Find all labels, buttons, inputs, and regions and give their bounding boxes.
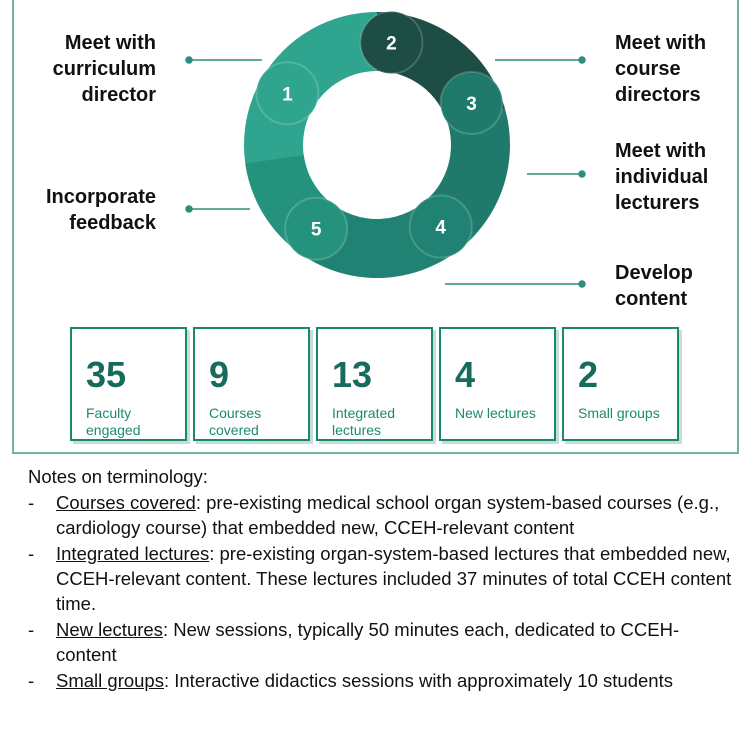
notes-heading: Notes on terminology: xyxy=(28,466,208,487)
stat-label: New lectures xyxy=(455,405,536,421)
connector-dot-1 xyxy=(185,56,193,64)
note-text: : Interactive didactics sessions with ap… xyxy=(163,670,673,691)
note-term: New lectures xyxy=(56,619,163,640)
note-item-small-groups: - Small groups: Interactive didactics se… xyxy=(28,668,738,693)
stat-label: Small groups xyxy=(578,405,660,421)
stat-label: Courses covered xyxy=(209,405,262,438)
connector-dot-3 xyxy=(578,170,586,178)
step-label-2: Meet with course directors xyxy=(615,32,707,106)
step-badge-4 xyxy=(408,194,473,259)
list-dash: - xyxy=(28,543,35,564)
note-term: Integrated lectures xyxy=(56,543,210,564)
stat-card-courses: 9 Courses covered xyxy=(193,327,310,441)
stat-label: Faculty engaged xyxy=(86,405,141,438)
note-text: : New sessions, typically 50 minutes eac… xyxy=(56,619,680,665)
stat-card-faculty: 35 Faculty engaged xyxy=(70,327,187,441)
connector-dot-2 xyxy=(578,56,586,64)
step-number-5: 5 xyxy=(311,220,322,241)
stat-value: 4 xyxy=(455,354,476,395)
list-dash: - xyxy=(28,619,35,640)
stat-value: 35 xyxy=(86,354,127,395)
step-number-3: 3 xyxy=(466,94,477,115)
stat-value: 9 xyxy=(209,354,230,395)
note-item-new-lectures: - New lectures: New sessions, typically … xyxy=(28,617,738,667)
connector-dot-4 xyxy=(578,280,586,288)
list-dash: - xyxy=(28,670,35,691)
stat-value: 13 xyxy=(332,354,373,395)
stat-card-small-groups: 2 Small groups xyxy=(562,327,679,441)
step-number-2: 2 xyxy=(386,34,397,55)
connector-lines xyxy=(185,56,586,288)
note-term: Courses covered xyxy=(56,492,196,513)
step-label-5: Incorporate feedback xyxy=(45,186,156,234)
terminology-notes: Notes on terminology: - Courses covered:… xyxy=(28,464,738,694)
diagram-frame xyxy=(12,0,739,454)
step-badge-5 xyxy=(284,196,349,261)
note-item-integrated-lectures: - Integrated lectures: pre-existing orga… xyxy=(28,541,738,616)
note-item-courses-covered: - Courses covered: pre-existing medical … xyxy=(28,490,738,540)
note-text: : pre-existing medical school organ syst… xyxy=(56,492,720,538)
list-dash: - xyxy=(28,492,35,513)
step-number-1: 1 xyxy=(282,84,293,105)
note-text: : pre-existing organ-system-based lectur… xyxy=(56,543,732,614)
step-number-4: 4 xyxy=(435,218,446,239)
step-badge-2 xyxy=(359,10,424,75)
connector-dot-5 xyxy=(185,205,193,213)
step-label-1: Meet with curriculum director xyxy=(52,32,156,106)
stat-card-new-lectures: 4 New lectures xyxy=(439,327,556,441)
step-label-3: Meet with individual lecturers xyxy=(615,140,709,214)
step-badge-1 xyxy=(255,61,320,126)
stat-value: 2 xyxy=(578,354,599,395)
note-term: Small groups xyxy=(56,670,164,691)
step-label-4: Develop content xyxy=(615,262,693,310)
stat-card-integrated-lectures: 13 Integrated lectures xyxy=(316,327,433,441)
cycle-diagram: 1 2 3 4 5 xyxy=(185,10,586,288)
stat-label: Integrated lectures xyxy=(332,405,396,438)
step-badge-3 xyxy=(439,70,504,135)
